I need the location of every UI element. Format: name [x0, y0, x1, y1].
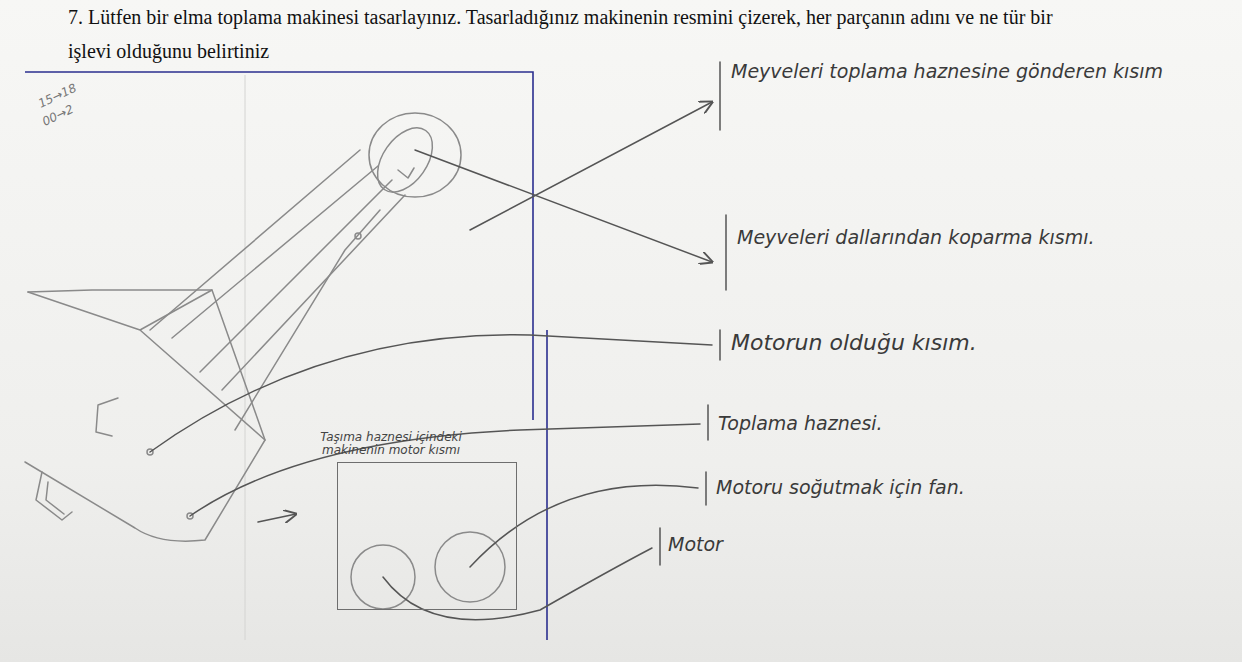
part-label: Toplama haznesi. — [718, 412, 883, 434]
inset-arrow — [258, 514, 296, 522]
leader-line — [383, 548, 652, 620]
arm-support — [235, 210, 380, 430]
joint-dot — [355, 233, 361, 239]
picker-claw — [398, 168, 414, 178]
picker-ring — [366, 118, 443, 202]
arm-tube — [150, 150, 405, 390]
part-label: Meyveleri dallarından koparma kısmı. — [737, 226, 1095, 248]
paper-fold — [245, 75, 246, 640]
leader-line — [190, 424, 700, 516]
part-label: Motorun olduğu kısım. — [731, 330, 977, 355]
frame-line — [25, 72, 547, 640]
part-label: Motoru soğutmak için fan. — [716, 476, 965, 498]
question-text: 7. Lütfen bir elma toplama makinesi tasa… — [68, 0, 1053, 68]
motor-compartment: Taşıma haznesi içindeki makinenin motor … — [337, 462, 517, 610]
part-label: Motor — [668, 533, 723, 555]
part-label: Meyveleri toplama haznesine gönderen kıs… — [731, 60, 1163, 82]
body-edges — [28, 290, 265, 440]
bottom-handle — [36, 472, 72, 520]
margin-note: 15→18 — [36, 81, 79, 111]
handle — [96, 398, 118, 436]
leader-line — [470, 485, 698, 567]
compartment-heading: Taşıma haznesi içindeki makinenin motor … — [316, 431, 466, 457]
leader-arrow — [470, 102, 712, 230]
leader-arrow — [415, 150, 712, 262]
collector-body — [25, 290, 265, 541]
